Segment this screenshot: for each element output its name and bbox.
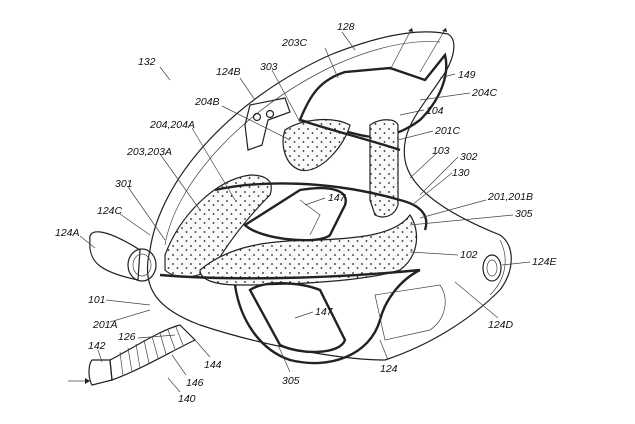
label-147-lower: 147: [315, 306, 334, 318]
label-301: 301: [115, 178, 133, 190]
label-305-right: 305: [515, 208, 533, 220]
label-124E: 124E: [532, 256, 558, 268]
label-203-203A: 203,203A: [126, 146, 172, 158]
label-124: 124: [380, 363, 398, 375]
label-201C: 201C: [434, 125, 461, 137]
label-201A: 201A: [92, 319, 118, 331]
label-204B: 204B: [194, 96, 220, 108]
hose-cuff-142: [88, 359, 113, 386]
vent-window-upper-147: [243, 186, 347, 242]
label-204-204A: 204,204A: [149, 119, 195, 131]
label-130: 130: [452, 167, 470, 179]
label-101: 101: [88, 294, 106, 306]
port-124E: [482, 254, 502, 282]
label-203C: 203C: [281, 37, 308, 49]
foam-region-102: [199, 213, 418, 286]
headgear-clip-124B: [244, 97, 291, 151]
label-303: 303: [260, 61, 278, 73]
upper-channel-203C: [298, 52, 448, 139]
label-144: 144: [204, 359, 222, 371]
label-147-upper: 147: [328, 192, 347, 204]
label-132: 132: [138, 56, 156, 68]
label-201-201B: 201,201B: [487, 191, 533, 203]
label-149: 149: [458, 69, 476, 81]
label-302: 302: [460, 151, 478, 163]
label-124B: 124B: [216, 66, 241, 78]
vent-window-lower-147: [248, 282, 347, 354]
label-204C: 204C: [471, 87, 498, 99]
label-146: 146: [186, 377, 204, 389]
label-103: 103: [432, 145, 450, 157]
label-124D: 124D: [488, 319, 514, 331]
foam-region-204B: [282, 119, 351, 172]
label-140: 140: [178, 393, 196, 405]
label-124C: 124C: [97, 205, 123, 217]
foam-region-201C: [369, 119, 399, 218]
label-124A: 124A: [55, 227, 80, 239]
label-126: 126: [118, 331, 136, 343]
label-142: 142: [88, 340, 106, 352]
port-124A: [89, 231, 141, 281]
label-102: 102: [460, 249, 478, 261]
label-104: 104: [426, 105, 444, 117]
label-305-bottom: 305: [282, 375, 300, 387]
label-128: 128: [337, 21, 355, 33]
